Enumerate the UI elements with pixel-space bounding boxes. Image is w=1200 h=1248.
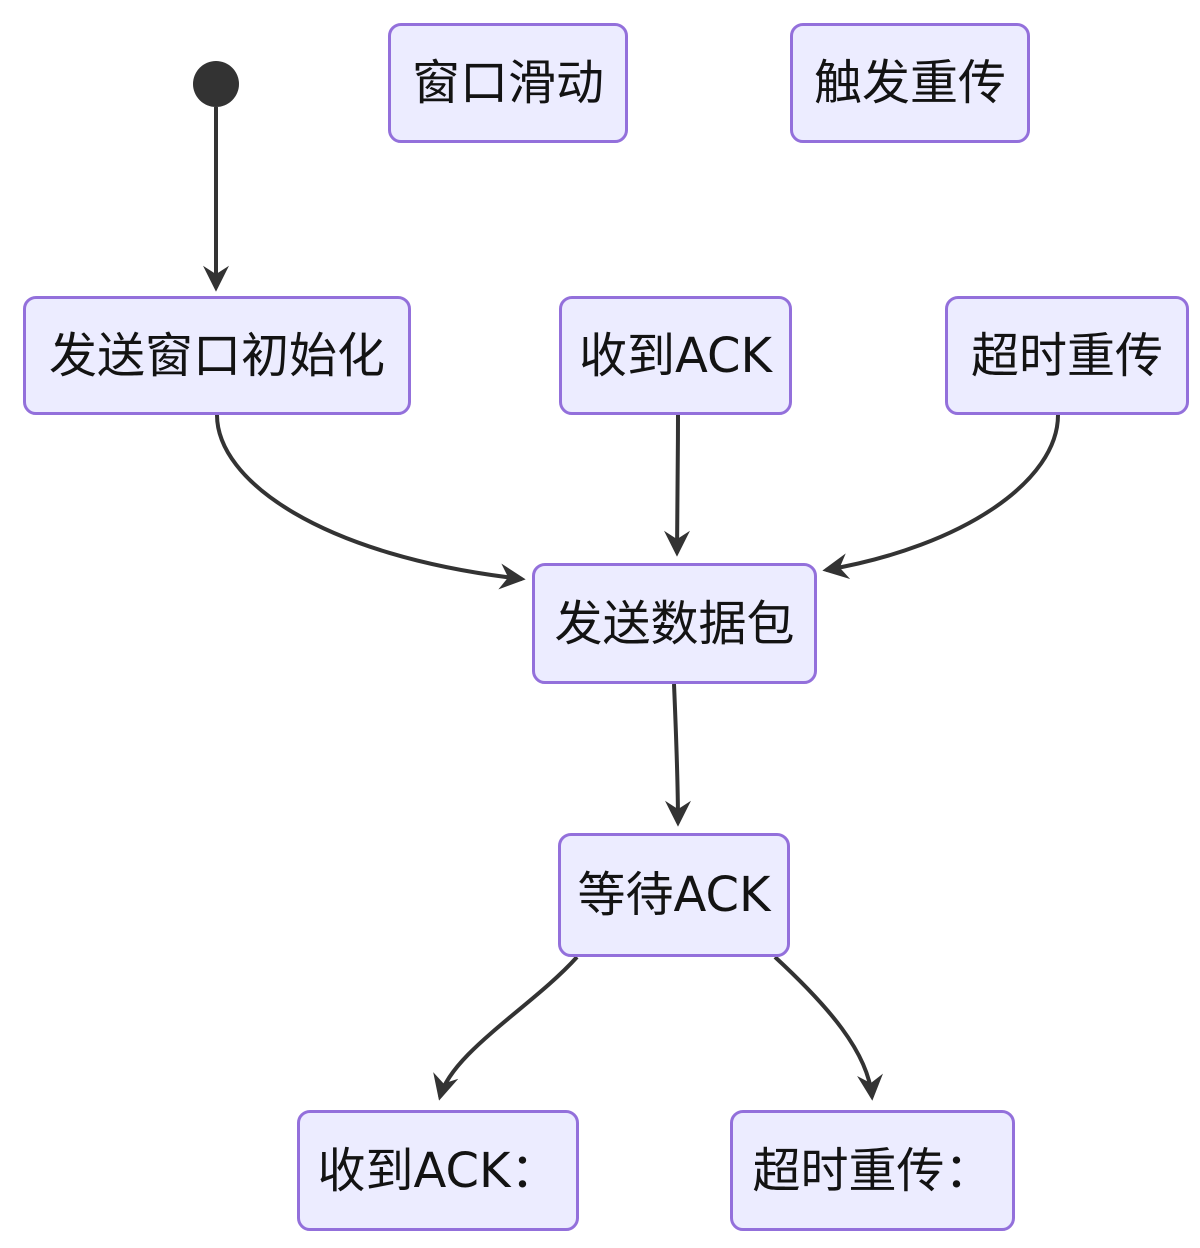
state-label: 窗口滑动: [411, 55, 604, 111]
edge-timeout-retransmit-to-send-packet: [822, 414, 1060, 580]
state-label: 收到ACK: [579, 327, 772, 384]
edge-wait-ack-to-timeout-retransmit-result: [773, 955, 883, 1101]
state-node-window-slide: 窗口滑动: [388, 23, 628, 143]
edge-send-window-init-to-send-packet: [215, 414, 526, 590]
state-node-timeout-retransmit: 超时重传: [945, 296, 1189, 415]
state-label: 超时重传：: [752, 1142, 993, 1199]
state-label: 收到ACK：: [317, 1142, 559, 1199]
state-label: 发送数据包: [554, 595, 795, 652]
state-node-wait-ack: 等待ACK: [558, 833, 790, 957]
state-node-receive-ack: 收到ACK: [559, 296, 792, 415]
state-label: 触发重传: [813, 55, 1006, 111]
edge-receive-ack-to-send-packet: [664, 414, 691, 557]
state-node-timeout-retransmit-result: 超时重传：: [730, 1110, 1015, 1231]
state-label: 发送窗口初始化: [48, 327, 385, 384]
state-label: 超时重传: [970, 327, 1163, 384]
edge-send-packet-to-wait-ack: [664, 683, 691, 827]
state-node-trigger-retransmit: 触发重传: [790, 23, 1030, 143]
state-node-receive-ack-result: 收到ACK：: [297, 1110, 579, 1231]
state-node-send-packet: 发送数据包: [532, 563, 817, 684]
state-node-send-window-init: 发送窗口初始化: [23, 296, 411, 415]
initial-state-dot: [193, 61, 239, 107]
state-label: 等待ACK: [577, 867, 771, 923]
edge-wait-ack-to-receive-ack-result: [433, 955, 579, 1101]
